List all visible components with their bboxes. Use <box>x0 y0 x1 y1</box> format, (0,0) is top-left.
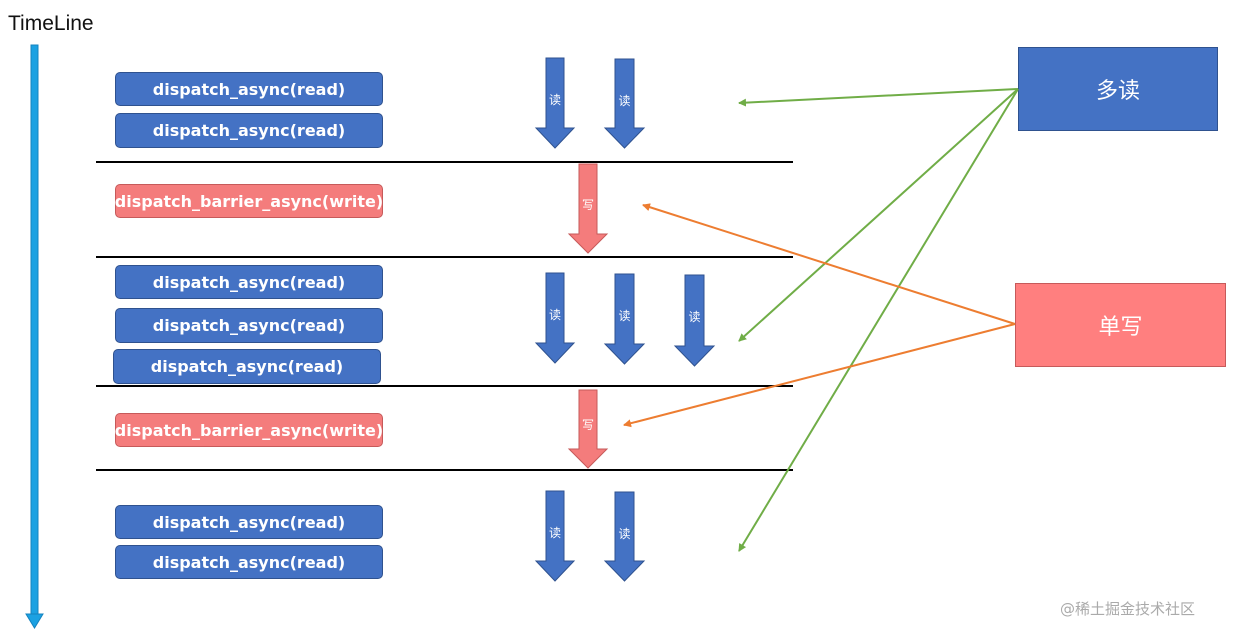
read-arrow: 读 <box>534 57 576 149</box>
task-read: dispatch_async(read) <box>115 72 383 106</box>
timeline-title: TimeLine <box>8 12 94 35</box>
timeline-arrow <box>25 44 44 629</box>
arrow-label: 写 <box>582 418 594 432</box>
watermark: @稀土掘金技术社区 <box>1060 600 1196 618</box>
write-connector <box>623 323 1016 428</box>
arrow-label: 读 <box>618 309 630 323</box>
write-arrow: 写 <box>567 389 609 469</box>
write-connector <box>642 203 1016 325</box>
read-connector <box>738 88 1019 107</box>
arrow-label: 读 <box>549 308 561 322</box>
read-arrow: 读 <box>603 273 646 365</box>
read-arrow: 读 <box>603 58 646 149</box>
arrow-label: 读 <box>618 527 630 541</box>
read-connector <box>738 88 1019 552</box>
read-arrow: 读 <box>603 491 646 582</box>
arrow-label: 读 <box>549 93 561 107</box>
task-barrier-write: dispatch_barrier_async(write) <box>115 413 383 447</box>
arrow-label: 读 <box>688 310 700 324</box>
read-arrow: 读 <box>534 490 576 582</box>
legend-single-write: 单写 <box>1015 283 1226 367</box>
write-arrow: 写 <box>567 163 609 254</box>
task-read: dispatch_async(read) <box>113 349 381 384</box>
task-read: dispatch_async(read) <box>115 265 383 299</box>
task-read: dispatch_async(read) <box>115 545 383 579</box>
arrow-label: 读 <box>549 526 561 540</box>
task-read: dispatch_async(read) <box>115 505 383 539</box>
read-arrow: 读 <box>534 272 576 364</box>
arrow-label: 读 <box>618 94 630 108</box>
task-read: dispatch_async(read) <box>115 113 383 148</box>
arrow-label: 写 <box>582 198 594 212</box>
read-arrow: 读 <box>673 274 716 367</box>
task-barrier-write: dispatch_barrier_async(write) <box>115 184 383 218</box>
task-read: dispatch_async(read) <box>115 308 383 343</box>
legend-multi-read: 多读 <box>1018 47 1218 131</box>
read-connector <box>738 88 1019 342</box>
